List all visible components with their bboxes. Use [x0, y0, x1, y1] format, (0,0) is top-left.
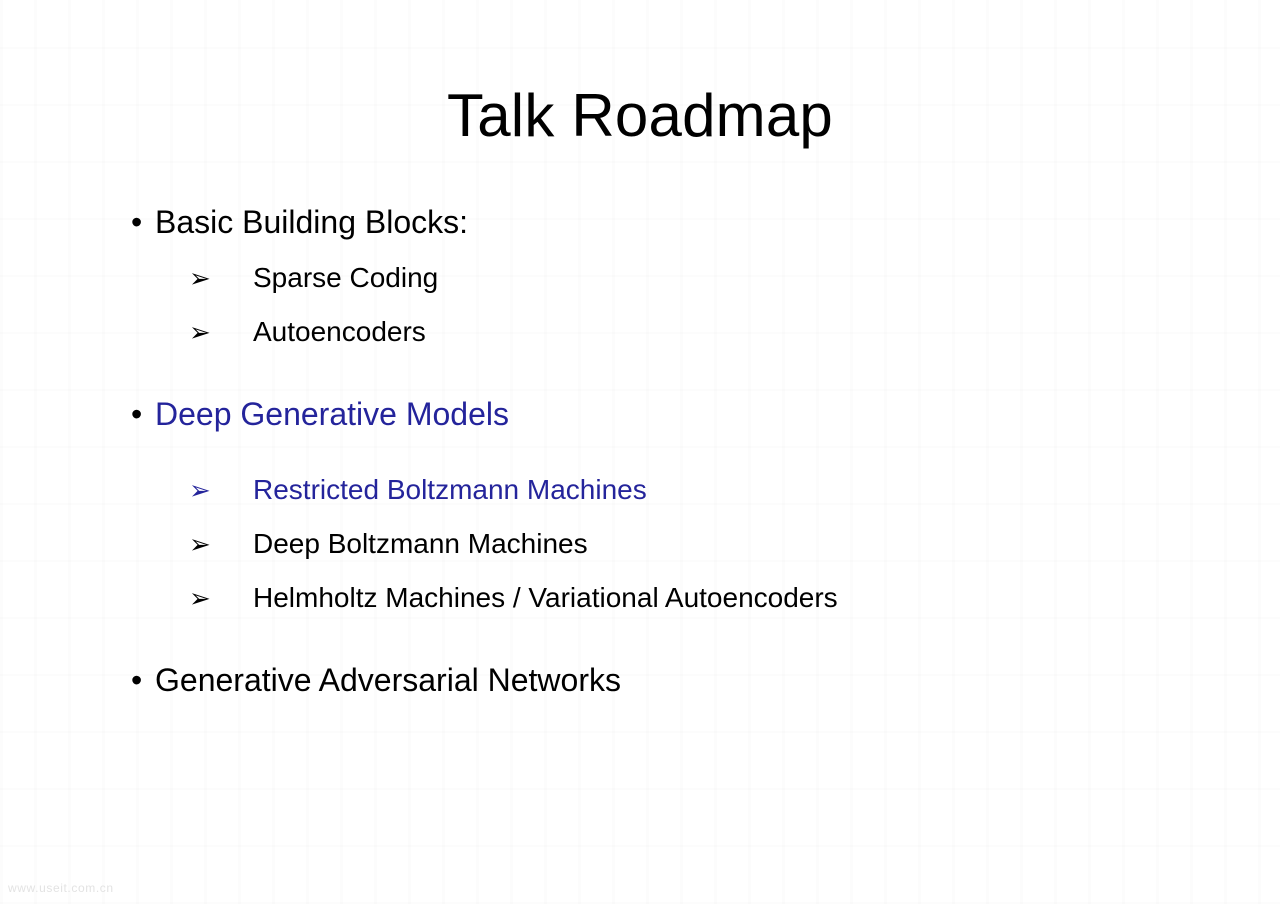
outline-subitem-autoencoders: ➢ Autoencoders [0, 312, 1280, 352]
spacer [0, 618, 1280, 658]
outline-item-label: Basic Building Blocks: [155, 204, 469, 240]
spacer [0, 244, 1280, 258]
outline-subitem-sparse-coding: ➢ Sparse Coding [0, 258, 1280, 298]
outline-item-label: Deep Generative Models [155, 396, 509, 432]
outline-subitem-deep-boltzmann-machines: ➢ Deep Boltzmann Machines [0, 524, 1280, 564]
slide-title: Talk Roadmap [447, 82, 833, 149]
spacer [0, 436, 1280, 470]
outline-subitem-label: Deep Boltzmann Machines [253, 528, 588, 559]
outline-item-label: Generative Adversarial Networks [155, 662, 621, 698]
outline-subitem-restricted-boltzmann-machines: ➢ Restricted Boltzmann Machines [0, 470, 1280, 510]
spacer [0, 298, 1280, 312]
watermark-text: www.useit.com.cn [8, 881, 114, 895]
arrow-right-icon: ➢ [189, 475, 211, 505]
outline-item-generative-adversarial-networks: • Generative Adversarial Networks [0, 658, 1280, 702]
arrow-right-icon: ➢ [189, 317, 211, 347]
outline-item-basic-building-blocks: • Basic Building Blocks: [0, 200, 1280, 244]
slide-content-outline: • Basic Building Blocks: ➢ Sparse Coding… [0, 200, 1280, 702]
arrow-right-icon: ➢ [189, 263, 211, 293]
outline-item-deep-generative-models: • Deep Generative Models [0, 392, 1280, 436]
outline-subitem-label: Helmholtz Machines / Variational Autoenc… [253, 582, 838, 613]
outline-subitem-label: Autoencoders [253, 316, 426, 347]
bullet-dot-icon: • [131, 396, 143, 432]
bullet-dot-icon: • [131, 204, 143, 240]
spacer [0, 352, 1280, 392]
arrow-right-icon: ➢ [189, 529, 211, 559]
arrow-right-icon: ➢ [189, 583, 211, 613]
outline-subitem-helmholtz-machines: ➢ Helmholtz Machines / Variational Autoe… [0, 578, 1280, 618]
spacer [0, 510, 1280, 524]
outline-subitem-label: Restricted Boltzmann Machines [253, 474, 647, 505]
outline-subitem-label: Sparse Coding [253, 262, 439, 293]
bullet-dot-icon: • [131, 662, 143, 698]
spacer [0, 564, 1280, 578]
